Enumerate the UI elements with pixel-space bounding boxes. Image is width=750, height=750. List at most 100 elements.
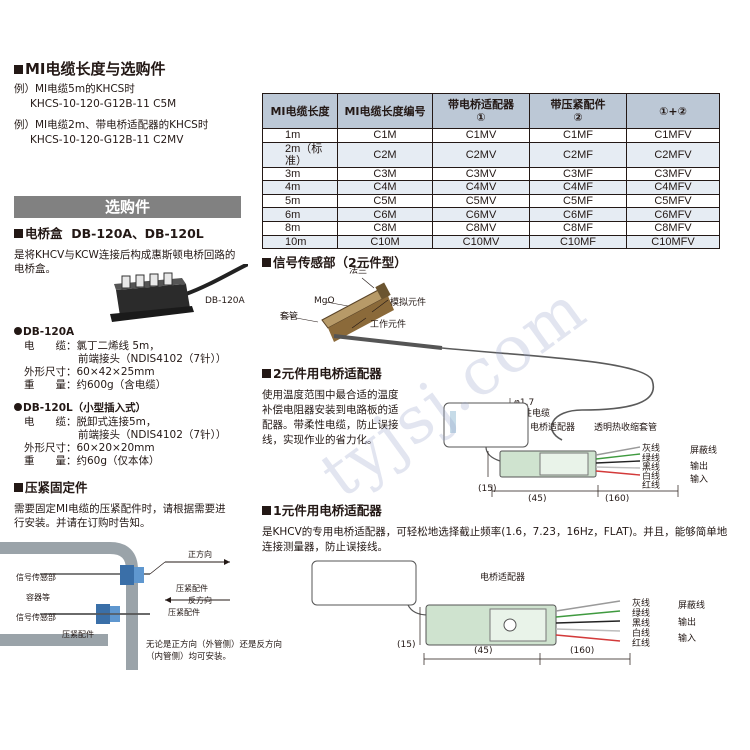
db120a-title: DB-120A <box>14 326 74 339</box>
db120l-title: DB-120L（小型插入式） <box>14 402 146 415</box>
spec-line: 重 量：约600g（含电缆） <box>24 379 167 391</box>
wire-function: 输入 <box>678 634 697 644</box>
signal-heading: 信号传感部（2元件型） <box>262 255 407 270</box>
wire-label: 绿线 <box>642 454 661 464</box>
dimension: (160) <box>570 646 595 656</box>
bullet-dot-icon <box>14 403 22 411</box>
dimension: (15) <box>397 640 416 650</box>
spec-line: 前端接头（NDIS4102（7针）） <box>78 353 227 365</box>
dimension: (15) <box>478 484 497 494</box>
wire-function: 输入 <box>690 475 709 485</box>
wire-label: 白线 <box>642 472 661 482</box>
clamp-label: 压紧配件 <box>168 608 200 617</box>
clamp-heading: 压紧固定件 <box>14 480 88 495</box>
dimension: (160) <box>605 494 630 504</box>
clamp-label: 信号传感部 <box>16 573 56 582</box>
spec-line: 电 缆：脱卸式连接5m， <box>24 416 157 428</box>
clamp-label: 压紧配件 <box>176 584 208 593</box>
bridge-box-heading: 电桥盒 DB-120A、DB-120L <box>14 226 204 241</box>
wire-label: 红线 <box>632 639 651 649</box>
clamp-label: 容器等 <box>26 593 50 602</box>
adapter1-desc: 连接测量器，防止误接线。 <box>262 541 388 553</box>
wire-label: 黑线 <box>632 619 651 629</box>
example-line: 例）MI电缆5m的KHCS时 <box>14 83 135 95</box>
table-header: MI电缆长度 <box>262 93 338 129</box>
bullet-dot-icon <box>14 327 22 335</box>
signal-label: 法兰 <box>349 266 368 276</box>
photo-label: DB-120A <box>205 296 245 306</box>
bridge-box-desc: 是将KHCV与KCW连接后构成惠斯顿电桥回路的 <box>14 249 236 261</box>
options-band: 选购件 <box>14 196 241 218</box>
spec-line: 电 缆：氯丁二烯线 5m， <box>24 340 160 352</box>
wire-label: 红线 <box>642 481 661 491</box>
clamp-note: 无论是正方向（外管侧）还是反方向 <box>146 640 283 650</box>
square-bullet-icon <box>262 369 271 378</box>
signal-label: MgO <box>314 296 335 306</box>
clamp-note: （内管侧）均可安装。 <box>146 652 232 662</box>
signal-sensor-diagram <box>279 277 655 441</box>
clamp-desc: 行安装。并请在订购时告知。 <box>14 517 151 529</box>
square-bullet-icon <box>14 483 23 492</box>
wire-label: 灰线 <box>642 444 661 454</box>
adapter2-desc: 配器。带柔性电缆，防止误接 <box>262 419 399 431</box>
spec-line: 外形尺寸：60×42×25mm <box>24 366 155 378</box>
square-bullet-icon <box>14 65 23 74</box>
section-title: MI电缆长度与选购件 <box>14 60 166 78</box>
wire-function: 输出 <box>690 462 709 472</box>
dimension: (45) <box>474 646 493 656</box>
adapter2-label: 电桥适配器 <box>530 423 576 433</box>
wire-function: 屏蔽线 <box>690 446 718 456</box>
bridge-box-photo <box>110 264 248 322</box>
signal-label: 工作元件 <box>370 320 407 330</box>
signal-label: 模拟元件 <box>390 298 427 308</box>
wire-label: 灰线 <box>632 599 651 609</box>
adapter2-label: 透明热收缩套管 <box>594 423 658 433</box>
example-line: 例）MI电缆2m、带电桥适配器的KHCS时 <box>14 119 209 131</box>
table-header: MI电缆长度编号 <box>337 93 433 129</box>
spec-line: 重 量：约60g（仅本体） <box>24 455 160 467</box>
clamp-label: 正方向 <box>188 550 212 559</box>
square-bullet-icon <box>262 506 271 515</box>
bridge-box-desc: 电桥盒。 <box>14 263 56 275</box>
adapter2-desc: 补偿电阻器安装到电路板的适 <box>262 404 399 416</box>
spec-line: 外形尺寸：60×20×20mm <box>24 442 155 454</box>
clamp-desc: 需要固定MI电缆的压紧配件时，请根据需要进 <box>14 503 226 515</box>
clamp-label: 反方向 <box>188 596 212 605</box>
wire-function: 输出 <box>678 618 697 628</box>
example-code: KHCS-10-120-G12B-11 C2MV <box>30 134 184 146</box>
adapter2-diagram <box>443 402 679 497</box>
adapter1-desc: 是KHCV的专用电桥适配器，可轻松地选择截止频率(1.6，7.23，16Hz，F… <box>262 526 728 538</box>
adapter1-heading: 1元件用电桥适配器 <box>262 503 382 518</box>
dimension: (45) <box>528 494 547 504</box>
wire-label: 绿线 <box>632 609 651 619</box>
wire-label: 白线 <box>632 629 651 639</box>
square-bullet-icon <box>262 258 271 267</box>
signal-cable: 柔性电缆 <box>514 409 551 419</box>
clamp-diagram <box>0 542 230 670</box>
clamp-label: 信号传感部 <box>16 613 56 622</box>
signal-label: 套管 <box>280 312 299 322</box>
adapter2-desc: 线，实现作业的省力化。 <box>262 434 378 446</box>
clamp-label: 压紧配件 <box>62 630 94 639</box>
example-code: KHCS-10-120-G12B-11 C5M <box>30 98 177 110</box>
spec-line: 前端接头（NDIS4102（7针）） <box>78 429 227 441</box>
adapter1-diagram <box>311 560 631 665</box>
adapter2-heading: 2元件用电桥适配器 <box>262 366 382 381</box>
adapter1-label: 电桥适配器 <box>480 573 526 583</box>
table-header: ①+② <box>626 93 720 129</box>
wire-label: 黑线 <box>642 463 661 473</box>
wire-function: 屏蔽线 <box>678 601 706 611</box>
square-bullet-icon <box>14 229 23 238</box>
